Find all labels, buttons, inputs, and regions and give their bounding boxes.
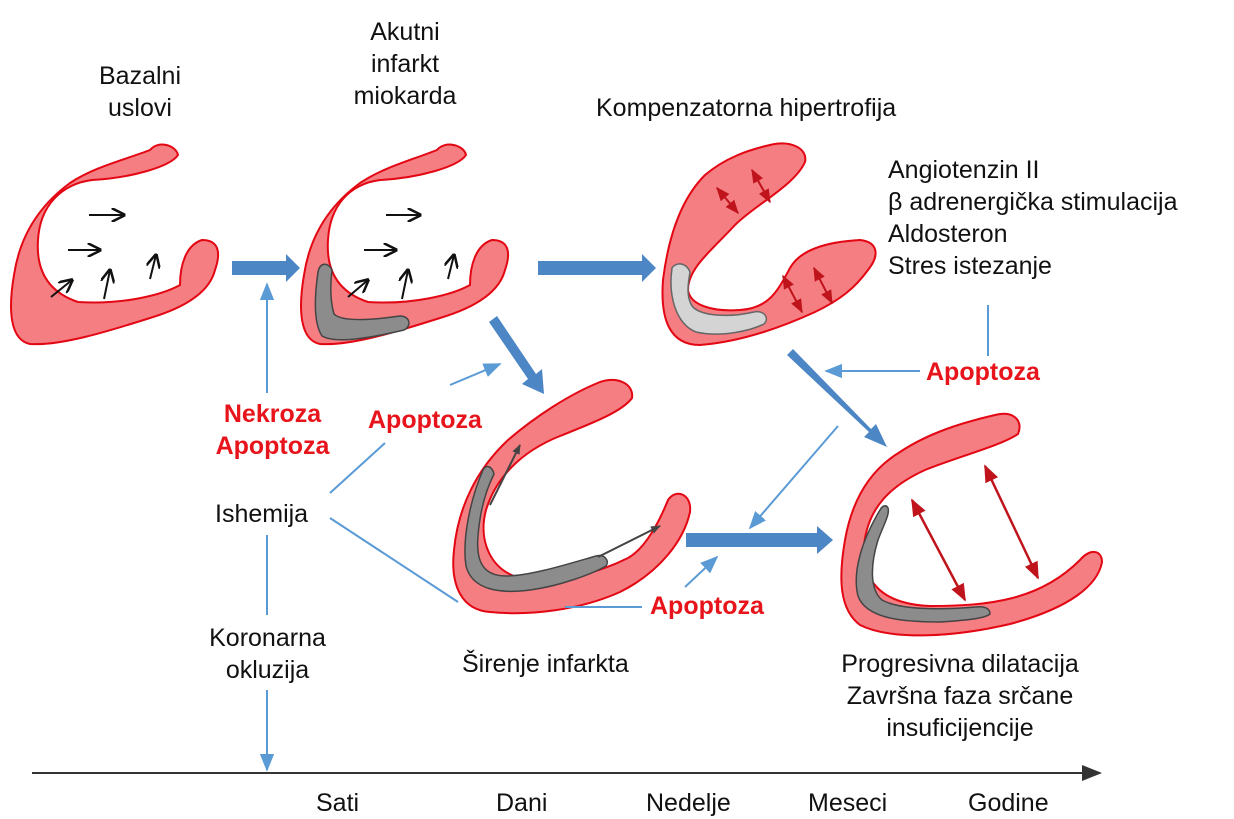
stage-label-line: insuficijencije xyxy=(810,712,1110,744)
heart-baseline xyxy=(11,145,218,345)
stage-label-line: Bazalni xyxy=(70,60,210,92)
timeline-label-hours: Sati xyxy=(316,787,359,819)
connector-ischemia-to-expansion xyxy=(330,518,458,602)
process-label-occlusion: Koronarna okluzija xyxy=(195,622,340,686)
wall-motion-arrow xyxy=(104,270,110,299)
connector-dilatation-to-expansion-arrow xyxy=(750,426,838,528)
heart-hypertrophy xyxy=(662,144,875,345)
stage-label-hypertrophy: Kompenzatorna hipertrofija xyxy=(596,92,896,124)
progression-arrow-mi-to-expansion xyxy=(489,316,544,394)
stimulus-item: Angiotenzin II xyxy=(888,154,1178,186)
process-label-ischemia: Ishemija xyxy=(215,498,308,530)
process-label-necrosis-apoptosis: Nekroza Apoptoza xyxy=(205,398,340,462)
progression-arrow-mi-to-hypertrophy xyxy=(538,254,656,282)
dilatation-arrow xyxy=(912,500,965,600)
process-label-apoptosis-late: Apoptoza xyxy=(926,356,1040,388)
heart-baseline-wall xyxy=(11,145,218,345)
timeline-label-days: Dani xyxy=(496,787,547,819)
wall-motion-arrow xyxy=(402,270,408,299)
progression-arrow-expansion-to-dilatation xyxy=(686,526,833,554)
stimulus-item: Aldosteron xyxy=(888,218,1178,250)
stage-label-line: Završna faza srčane xyxy=(810,680,1110,712)
stage-label-line: Akutni xyxy=(330,16,480,48)
heart-dilatation xyxy=(841,414,1102,636)
wall-motion-arrow xyxy=(348,280,368,297)
wall-motion-arrow xyxy=(150,255,156,279)
process-label-line: Apoptoza xyxy=(205,430,340,462)
process-label-apoptosis-early: Apoptoza xyxy=(368,404,482,436)
stage-label-line: uslovi xyxy=(70,92,210,124)
stage-label-baseline: Bazalni uslovi xyxy=(70,60,210,124)
connector-apoptosis-to-expansion-arrow xyxy=(450,364,500,385)
stage-label-acute-mi: Akutni infarkt miokarda xyxy=(330,16,480,112)
stimuli-list: Angiotenzin II β adrenergička stimulacij… xyxy=(888,154,1178,282)
timeline-label-years: Godine xyxy=(968,787,1049,819)
heart-acute-mi xyxy=(301,145,508,345)
stage-label-line: miokarda xyxy=(330,80,480,112)
process-label-line: Koronarna xyxy=(195,622,340,654)
stage-label-expansion: Širenje infarkta xyxy=(462,648,629,680)
infarct-zone xyxy=(465,467,607,592)
wall-motion-arrow xyxy=(448,255,454,279)
progression-arrow-hypertrophy-to-dilatation xyxy=(787,349,887,447)
stage-label-dilatation: Progresivna dilatacija Završna faza srča… xyxy=(810,648,1110,744)
stage-label-line: infarkt xyxy=(330,48,480,80)
heart-expansion xyxy=(453,380,690,613)
process-label-line: Nekroza xyxy=(205,398,340,430)
timeline-label-months: Meseci xyxy=(808,787,887,819)
process-label-apoptosis-expansion: Apoptoza xyxy=(650,590,764,622)
connector-apoptosis-to-expansion-arrow-2 xyxy=(685,557,717,587)
process-label-line: okluzija xyxy=(195,654,340,686)
stimulus-item: Stres istezanje xyxy=(888,250,1178,282)
infarct-scar xyxy=(671,264,766,334)
stage-label-line: Progresivna dilatacija xyxy=(810,648,1110,680)
timeline-label-weeks: Nedelje xyxy=(646,787,731,819)
dilatation-arrow xyxy=(985,466,1038,578)
stimulus-item: β adrenergička stimulacija xyxy=(888,186,1178,218)
progression-arrow-baseline-to-mi xyxy=(232,254,300,282)
